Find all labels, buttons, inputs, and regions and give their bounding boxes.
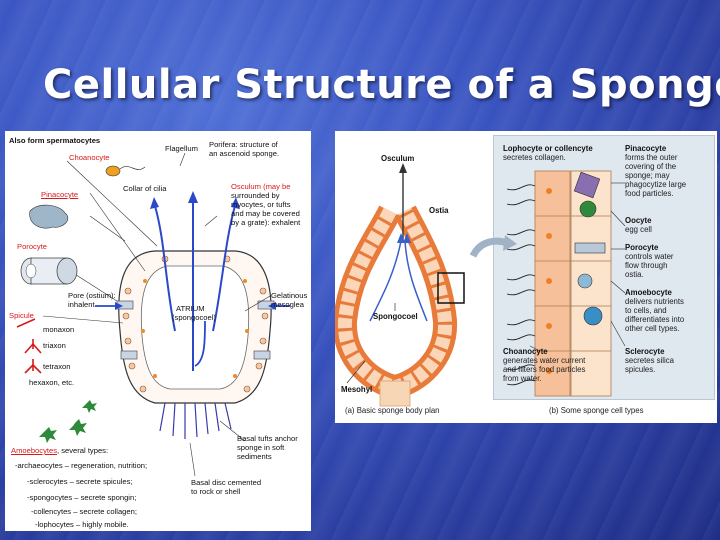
choanocyte-desc-3: from water. bbox=[503, 374, 542, 383]
caption-b: (b) Some sponge cell types bbox=[549, 406, 644, 415]
amoebocytes-label: Amoebocytes bbox=[11, 446, 58, 455]
gelatinous-label-1: Gelatinous bbox=[271, 291, 308, 300]
choanocyte-label: Choanocyte bbox=[69, 153, 110, 162]
slide-title: Cellular Structure of a Sponge bbox=[43, 62, 720, 108]
flagellum-label: Flagellum bbox=[165, 144, 198, 153]
type-archaeocytes: -archaeocytes – regeneration, nutrition; bbox=[15, 461, 148, 470]
pinacocyte-desc-1: forms the outer bbox=[625, 153, 678, 162]
porocyte-desc-2: flow through bbox=[625, 261, 668, 270]
spongocoel-label: (spongocoel) bbox=[172, 313, 216, 322]
choanocyte-title: Choanocyte bbox=[503, 347, 548, 356]
porocyte-desc-1: controls water bbox=[625, 252, 674, 261]
type-spongocytes: -spongocytes – secrete spongin; bbox=[27, 493, 137, 502]
ostia-label: Ostia bbox=[429, 206, 449, 215]
choanocyte-desc-1: generates water current bbox=[503, 356, 586, 365]
porocyte-desc-3: ostia. bbox=[625, 270, 644, 279]
triaxon-label: triaxon bbox=[43, 341, 66, 350]
basal-tufts-label-1: Basal tufts anchor bbox=[237, 434, 298, 443]
osculum-label-4: and may be covered bbox=[231, 209, 300, 218]
monaxon-label: monaxon bbox=[43, 325, 75, 334]
type-sclerocytes: -sclerocytes – secrete spicules; bbox=[27, 477, 133, 486]
sclerocyte-desc-2: spicules. bbox=[625, 365, 656, 374]
atrium-label: ATRIUM bbox=[176, 304, 205, 313]
amoebocyte-title: Amoebocyte bbox=[625, 288, 672, 297]
ascenoid-sponge-drawing bbox=[16, 152, 290, 477]
sponge-body-plan-drawing bbox=[335, 163, 626, 407]
porifera-caption-1: Porifera: structure of bbox=[209, 140, 278, 149]
pore-label-2: inhalent bbox=[68, 300, 95, 309]
porocyte-icon bbox=[574, 242, 606, 254]
basal-tufts-label-2: sponge in soft bbox=[237, 443, 285, 452]
collar-label: Collar of cilia bbox=[123, 184, 167, 193]
amoebocytes-suffix: , several types: bbox=[57, 446, 109, 455]
pore-label-1: Pore (ostium): bbox=[68, 291, 116, 300]
hexaxon-label: hexaxon, etc. bbox=[29, 378, 75, 387]
sclerocyte-desc-1: secretes silica bbox=[625, 356, 674, 365]
amoebocyte-desc-1: delivers nutrients bbox=[625, 297, 684, 306]
sponge-cell-types-figure: Osculum Ostia Spongocoel Mesohyl (a) Bas… bbox=[335, 131, 717, 423]
amoebocyte-desc-3: differentiates into bbox=[625, 315, 685, 324]
pinacocyte-desc-3: sponge; may bbox=[625, 171, 670, 180]
spicule-icons bbox=[16, 318, 42, 374]
ascenoid-sponge-figure: Also form spermatocytes Choanocyte Flage… bbox=[5, 131, 311, 531]
basal-disc-label-2: to rock or shell bbox=[191, 487, 241, 496]
osculum-label-2: surrounded by bbox=[231, 191, 280, 200]
porocyte-title: Porocyte bbox=[625, 243, 659, 252]
pinacocyte-desc-4: phagocytize large bbox=[625, 180, 687, 189]
pinacocyte-title: Pinacocyte bbox=[625, 144, 667, 153]
osculum-label-5: by a grate): exhalent bbox=[231, 218, 301, 227]
porocyte-icon bbox=[20, 257, 78, 285]
amoebocyte-icon bbox=[577, 273, 593, 289]
lophocyte-title: Lophocyte or collencyte bbox=[503, 144, 593, 153]
osculum-label-1: Osculum (may be bbox=[231, 182, 291, 191]
choanocyte-icon bbox=[105, 165, 121, 177]
osculum-label-3: myocytes, or tufts bbox=[231, 200, 291, 209]
basal-disc-label-1: Basal disc cemented bbox=[191, 478, 262, 487]
spongocoel-label: Spongocoel bbox=[373, 312, 418, 321]
sclerocyte-icon bbox=[583, 306, 603, 326]
pinacocyte-desc-5: food particles. bbox=[625, 189, 674, 198]
pinacocyte-icon bbox=[29, 204, 69, 229]
choanocyte-desc-2: and filters food particles bbox=[503, 365, 586, 374]
basal-tufts-label-3: sediments bbox=[237, 452, 272, 461]
porocyte-label: Porocyte bbox=[17, 242, 47, 251]
gelatinous-label-2: mesoglea bbox=[271, 300, 304, 309]
also-form-label: Also form spermatocytes bbox=[9, 136, 101, 145]
amoebocyte-icons bbox=[39, 400, 97, 443]
tetraxon-label: tetraxon bbox=[43, 362, 71, 371]
amoebocyte-desc-4: other cell types. bbox=[625, 324, 680, 333]
oocyte-title: Oocyte bbox=[625, 216, 652, 225]
type-lophocytes: -lophocytes – highly mobile. bbox=[35, 520, 129, 529]
caption-a: (a) Basic sponge body plan bbox=[345, 406, 440, 415]
oocyte-desc: egg cell bbox=[625, 225, 652, 234]
lophocyte-desc: secretes collagen. bbox=[503, 153, 566, 162]
pinacocyte-label: Pinacocyte bbox=[41, 190, 79, 199]
osculum-label: Osculum bbox=[381, 154, 415, 163]
mesohyl-label: Mesohyl bbox=[341, 385, 373, 394]
sclerocyte-title: Sclerocyte bbox=[625, 347, 665, 356]
lophocyte-icon bbox=[573, 171, 601, 199]
amoebocyte-desc-2: to cells, and bbox=[625, 306, 667, 315]
pinacocyte-desc-2: covering of the bbox=[625, 162, 677, 171]
spicule-label: Spicule bbox=[9, 311, 34, 320]
porifera-caption-2: an ascenoid sponge. bbox=[209, 149, 280, 158]
type-collencytes: -collencytes – secrete collagen; bbox=[31, 507, 137, 516]
oocyte-icon bbox=[579, 200, 597, 218]
